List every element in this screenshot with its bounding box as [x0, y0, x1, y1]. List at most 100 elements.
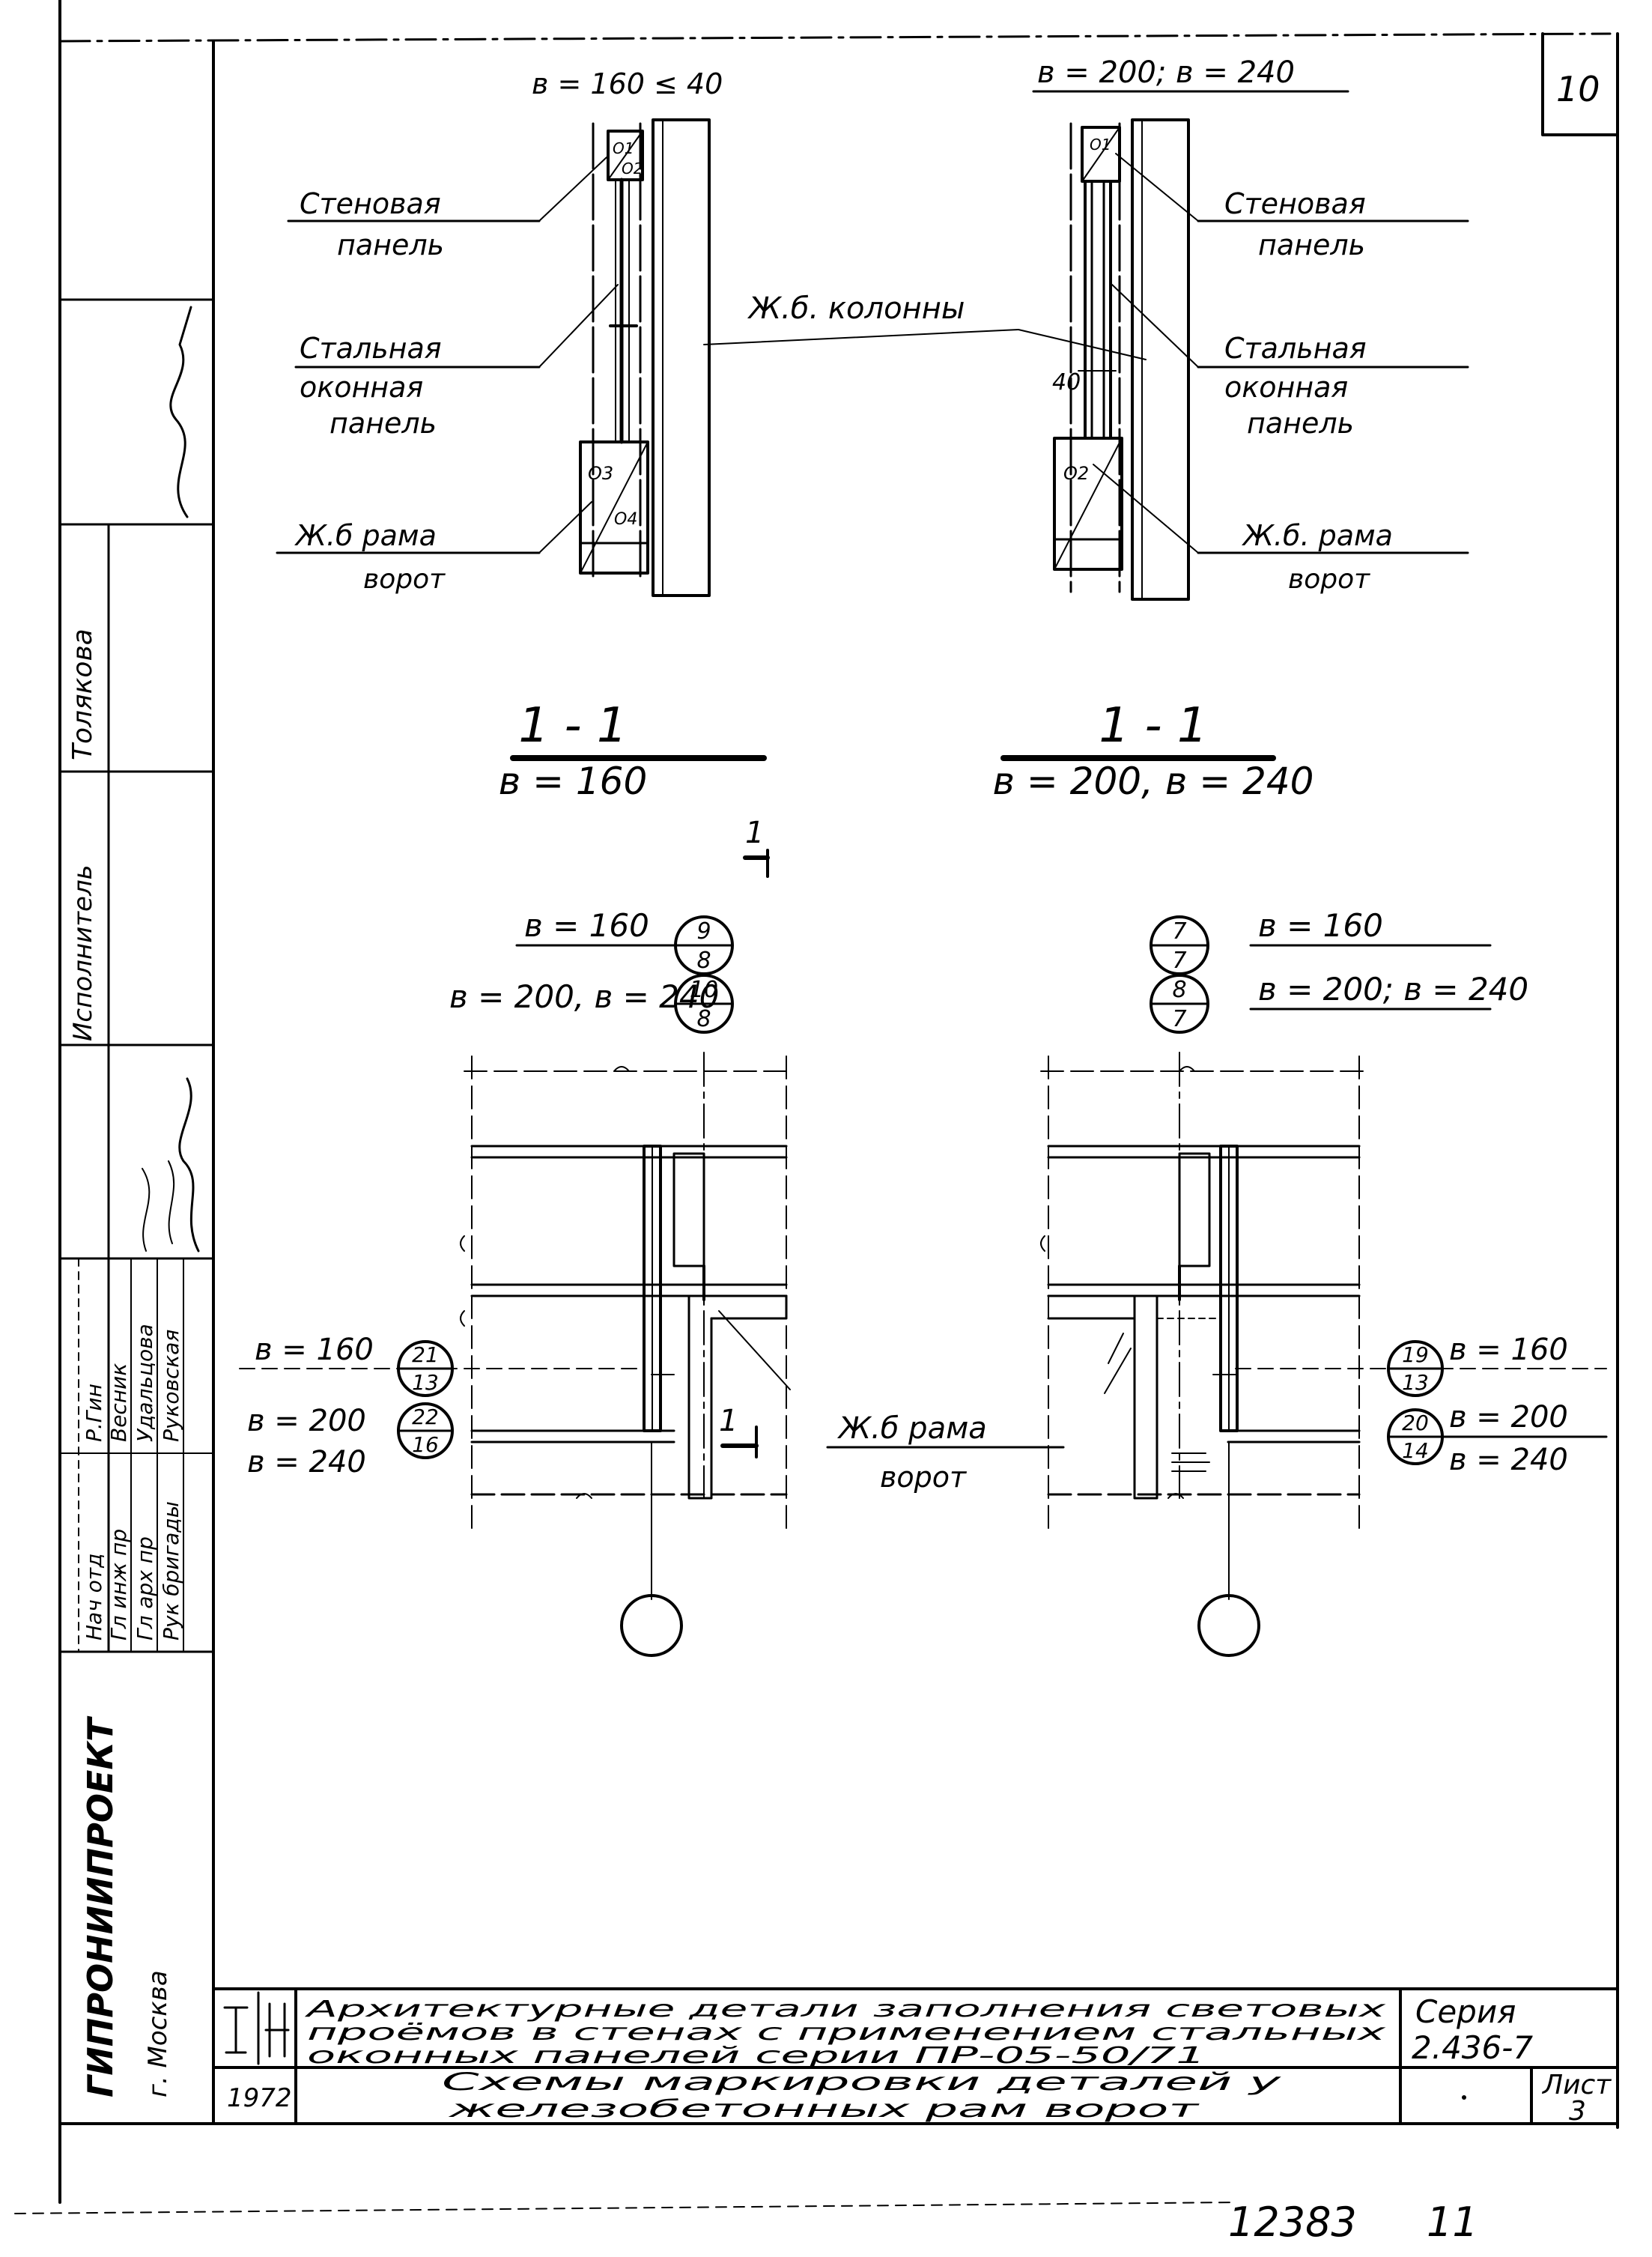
gate-frame-label-right-1: Ж.б. рама [1242, 519, 1393, 552]
executor-role: Исполнитель [68, 864, 98, 1041]
cut-mark-top [743, 849, 770, 878]
marker-left-8a: 8 [696, 948, 711, 974]
marker-right-19: 19 [1402, 1342, 1429, 1367]
window-panel-label-right-1: Стальная [1224, 332, 1367, 365]
year: 1972 [227, 2083, 292, 2113]
window-panel-label-right-2: оконная [1224, 371, 1348, 404]
window-panel-label-left-1: Стальная [300, 332, 442, 365]
subtitle-line-2: железобетонных рам ворот [448, 2094, 1200, 2123]
title-block-grid [212, 1987, 1619, 2125]
marker-right-14: 14 [1402, 1438, 1429, 1463]
section-left-title: 1 - 1 в = 160 [499, 698, 767, 803]
detail-left-drawing [579, 118, 711, 597]
sheet-label: Лист [1541, 2070, 1612, 2100]
plan-right-side-label-1: в = 160 [1449, 1333, 1568, 1367]
wall-panel-label-left-1: Стеновая [300, 187, 441, 220]
gate-frame-label-right-2: ворот [1288, 564, 1370, 595]
dim-40: 40 [1052, 369, 1081, 396]
marker-left-21: 21 [412, 1342, 439, 1367]
executor-name: Толякова [67, 628, 98, 760]
wall-panel-label-right-2: панель [1258, 228, 1365, 261]
plan-left-side-label-2: в = 200 [247, 1404, 366, 1438]
marker-left-22: 22 [412, 1405, 439, 1429]
marker-left-16: 16 [412, 1432, 439, 1457]
section-right-number: 1 - 1 [1099, 698, 1207, 754]
marker-right-7c: 7 [1172, 1006, 1186, 1032]
organization-name: ГИПРОНИИПРОЕКТ [80, 1715, 121, 2097]
role-chief-engineer: Гл инж пр [106, 1529, 131, 1641]
role-chief-dept: Нач отд [82, 1554, 106, 1641]
role-chief-architect: Гл арх пр [133, 1536, 157, 1641]
window-panel-label-right-3: панель [1247, 407, 1354, 440]
cell-mark-o4: О4 [614, 510, 637, 529]
series-value: 2.436-7 [1412, 2029, 1533, 2066]
cell-mark-o1: О1 [613, 139, 634, 157]
marker-left-21-13 [397, 1340, 454, 1397]
sheet-number: 10 [1556, 69, 1600, 109]
plan-left-top-label-2: в = 200, в = 240 [449, 978, 719, 1015]
title-line-1: Архитектурные детали заполнения световых [304, 1996, 1385, 2023]
signatures [142, 306, 200, 1252]
cut-mark-bottom [720, 1426, 759, 1458]
left-strip-grid [58, 298, 215, 1653]
cell-mark-o3: О3 [588, 463, 613, 484]
marker-right-19-13 [1387, 1340, 1444, 1397]
center-gate-label-2: ворот [880, 1461, 968, 1494]
marker-left-8b: 8 [696, 1006, 711, 1032]
wall-panel-label-right-1: Стеновая [1224, 187, 1366, 220]
gate-frame-label-left-1: Ж.б рама [294, 519, 437, 552]
plan-right-side-label-3: в = 240 [1449, 1443, 1568, 1477]
columns-label: Ж.б. колонны [747, 291, 965, 326]
wall-panel-label-left-2: панель [337, 228, 444, 261]
marker-right-20: 20 [1402, 1411, 1429, 1435]
series-label: Серия [1415, 1993, 1516, 2030]
plan-left-drawing [460, 1052, 795, 1657]
title-line-2: проёмов в стенах с применением стальных [307, 2020, 1386, 2046]
gate-frame-label-left-2: ворот [363, 564, 446, 595]
detail-left-title: в = 160 ≤ 40 [532, 67, 723, 100]
cut-mark-top-label: 1 [745, 816, 764, 850]
cell-mark-right-o1: О1 [1090, 136, 1111, 154]
organization-city: г. Москва [143, 1970, 173, 2097]
emblem-icon [223, 2002, 290, 2058]
marker-right-8: 8 [1172, 977, 1186, 1003]
subtitle-line-1: Схемы маркировки деталей у [442, 2067, 1282, 2096]
plan-right-drawing [1040, 1052, 1371, 1657]
section-right-sub: в = 200, в = 240 [993, 760, 1314, 803]
detail-right-drawing [1053, 118, 1190, 601]
section-left-number: 1 - 1 [518, 698, 627, 754]
window-panel-label-left-3: панель [330, 407, 437, 440]
plan-right-side-label-2: в = 200 [1449, 1400, 1568, 1435]
dot-mark [1462, 2095, 1466, 2100]
section-right-title: 1 - 1 в = 200, в = 240 [993, 698, 1314, 803]
marker-left-10-8 [674, 974, 734, 1034]
cut-mark-bottom-label: 1 [719, 1404, 738, 1438]
footer-number: 12383 [1228, 2199, 1357, 2246]
sheet-value: 3 [1569, 2096, 1586, 2127]
marker-right-20-14 [1387, 1408, 1444, 1465]
marker-right-7b: 7 [1172, 948, 1186, 974]
marker-left-9: 9 [696, 918, 711, 945]
cell-mark-o2: О2 [622, 160, 643, 178]
marker-left-13: 13 [412, 1370, 439, 1395]
center-gate-label-1: Ж.б рама [836, 1411, 987, 1446]
name-chief-architect: Удальцова [133, 1324, 157, 1442]
marker-right-13: 13 [1402, 1370, 1429, 1395]
title-line-3: оконных панелей серии ПР-05-50/71 [307, 2043, 1206, 2069]
footer-suffix: 11 [1427, 2199, 1478, 2246]
marker-left-22-16 [397, 1402, 454, 1459]
role-brigade-head: Рук бригады [159, 1501, 183, 1641]
detail-right-title: в = 200; в = 240 [1037, 55, 1295, 90]
name-brigade-head: Руковская [159, 1330, 183, 1442]
plan-right-top-label-2: в = 200; в = 240 [1258, 971, 1528, 1008]
section-left-sub: в = 160 [499, 760, 648, 803]
plan-left-side-label-3: в = 240 [247, 1445, 366, 1479]
cell-mark-right-o2: О2 [1063, 463, 1089, 484]
name-chief-dept: Р.Гин [82, 1384, 106, 1442]
plan-left-side-label-1: в = 160 [255, 1333, 374, 1367]
marker-right-8-7 [1150, 974, 1209, 1034]
name-chief-engineer: Весник [106, 1363, 131, 1442]
plan-right-top-label-1: в = 160 [1258, 907, 1383, 944]
marker-right-7a: 7 [1172, 918, 1186, 945]
